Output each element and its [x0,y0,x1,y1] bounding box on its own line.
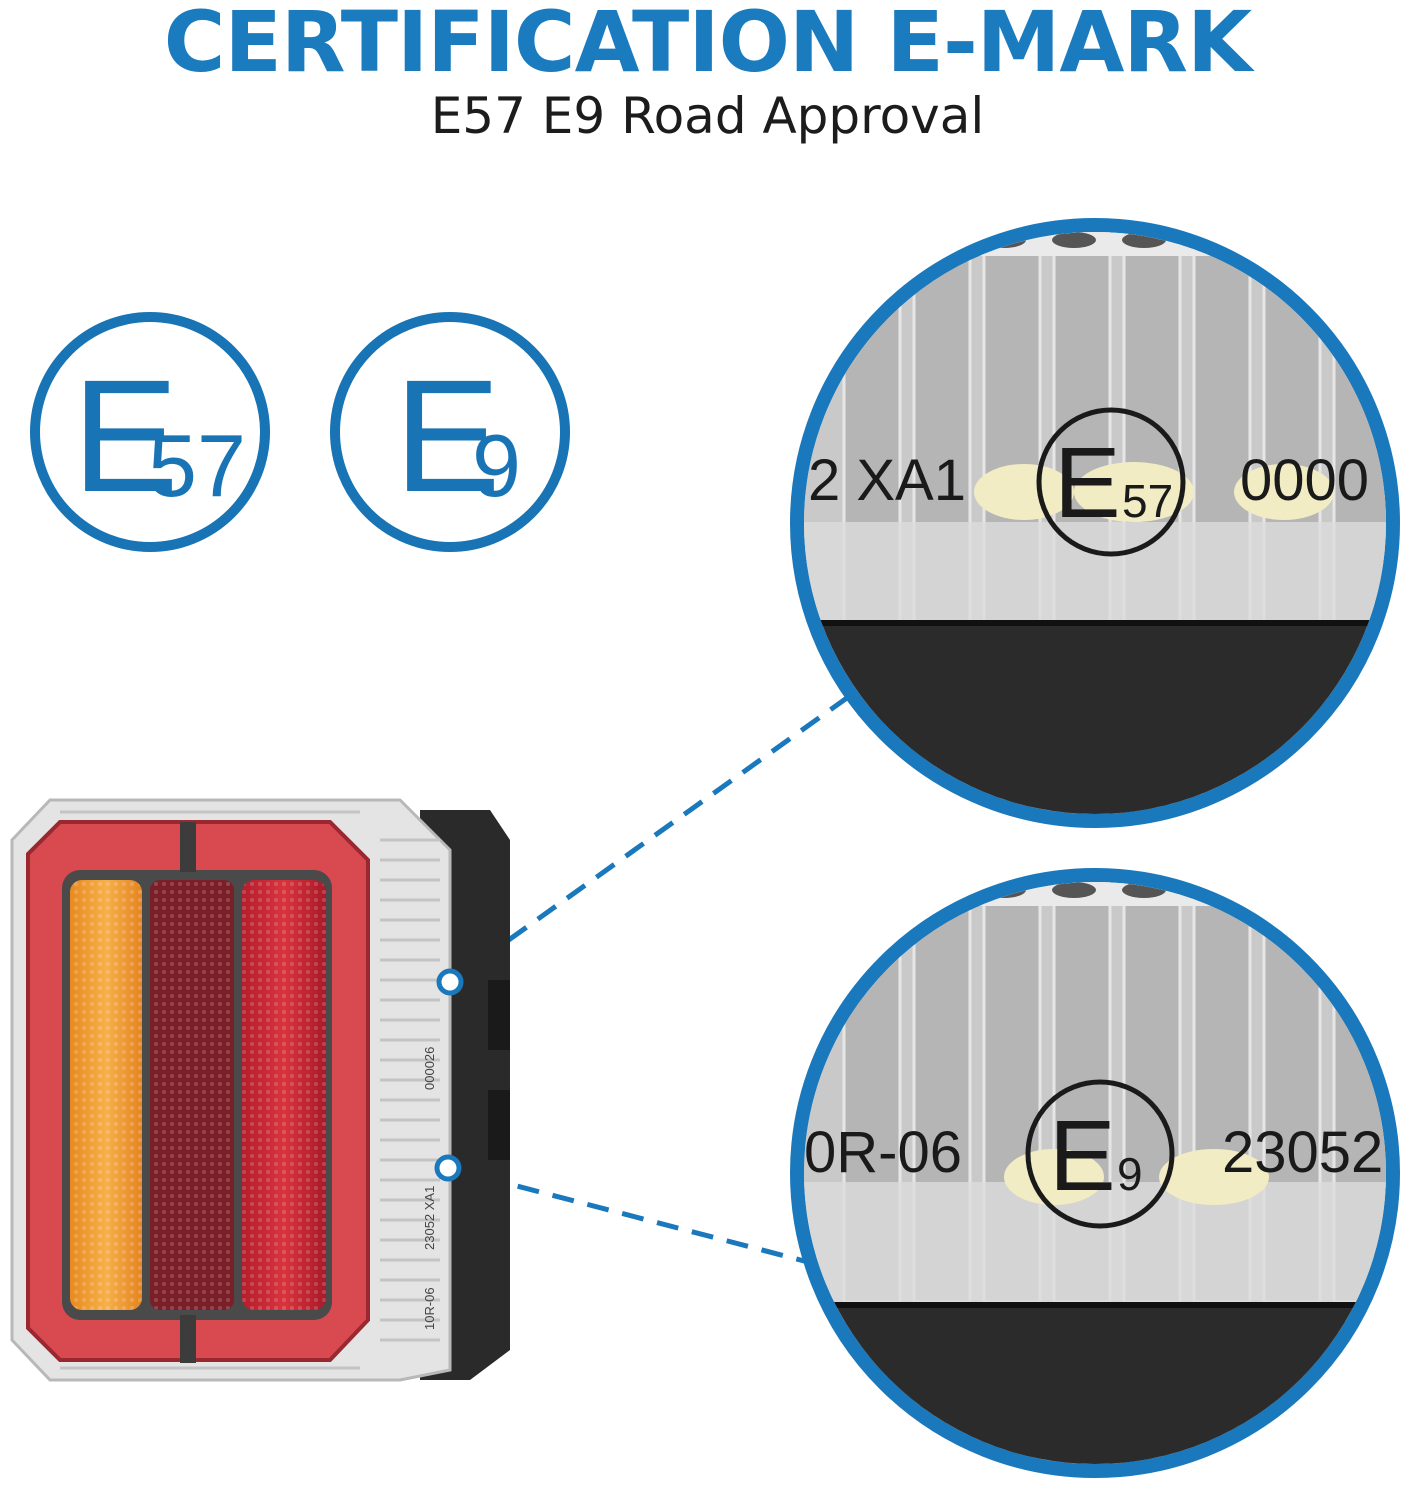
lamp-marking-line2: 23052 XA1 [422,1186,437,1250]
zoom-e9-left-text: 0R-06 [804,1120,962,1185]
zoom-e9-mark-ring [1025,1079,1175,1229]
zoom-circle-e57: 2 XA1 E 57 0000 [790,218,1400,828]
callout-point-e57 [436,968,464,996]
zoom-e9-lens-pattern: 0R-06 E 9 23052 [804,882,1386,1464]
e57-badge-number: 57 [148,416,246,515]
zoom-e9-mark-letter: E [1049,1100,1116,1212]
page-subtitle: E57 E9 Road Approval [430,87,985,145]
zoom-e57-left-text: 2 XA1 [808,448,966,513]
zoom-e9-right-text: 23052 [1222,1120,1383,1185]
e9-badge: E 9 [330,312,570,552]
tail-lamp-illustration: 10R-06 23052 XA1 000026 [10,798,510,1382]
e57-badge-letter: E [72,346,179,525]
lamp-marking-line1: 10R-06 [422,1287,437,1330]
e9-badge-letter: E [394,346,501,525]
zoom-e57-mark-number: 57 [1122,475,1173,527]
lamp-marking-line3: 000026 [422,1047,437,1090]
e57-badge: E 57 [30,312,270,552]
zoom-e57-mark-letter: E [1054,427,1121,539]
zoom-circle-e9: 0R-06 E 9 23052 [790,868,1400,1478]
zoom-e57-lens-pattern: 2 XA1 E 57 0000 [804,232,1386,814]
zoom-e9-mark-number: 9 [1117,1148,1143,1200]
zoom-e57-right-text: 0000 [1240,448,1369,513]
e9-badge-number: 9 [472,416,521,515]
zoom-e57-mark-ring [1036,407,1186,557]
callout-point-e9 [434,1154,462,1182]
page-title: CERTIFICATION E-MARK [163,0,1252,91]
